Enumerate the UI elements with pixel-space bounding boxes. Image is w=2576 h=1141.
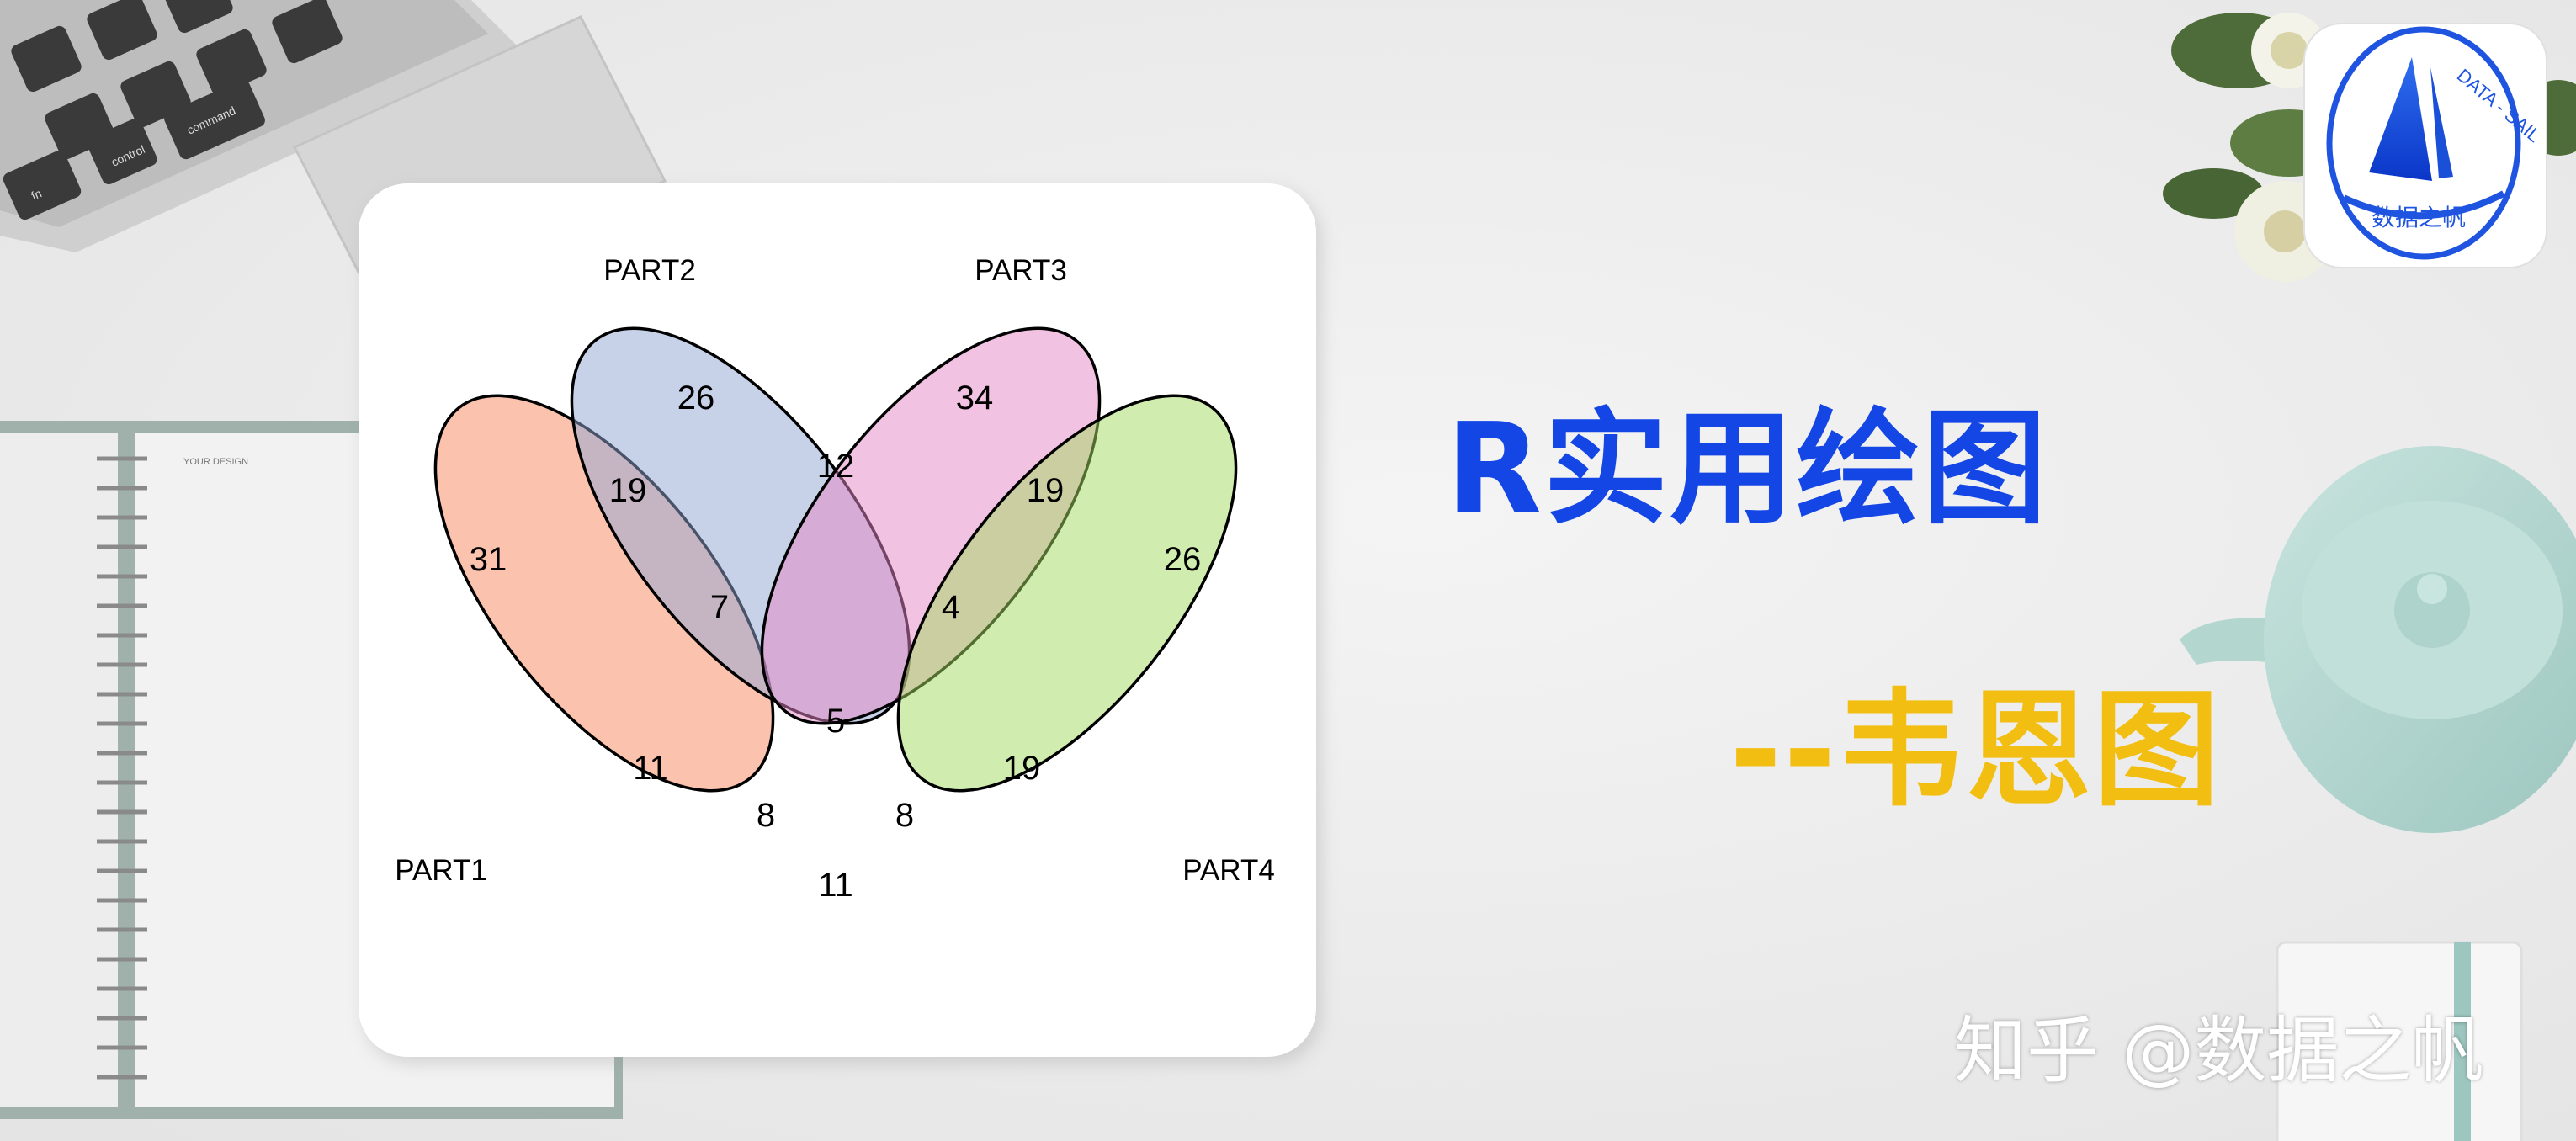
brand-logo: DATA - SAIL 数据之帆 (2303, 23, 2547, 268)
notebook-label: YOUR DESIGN (183, 457, 248, 467)
venn-diagram: PART2 PART3 PART1 PART4 31 26 34 26 19 1… (395, 254, 1275, 904)
venn-set-part4 (896, 394, 1238, 793)
region-count-part2-part4: 19 (1003, 750, 1041, 787)
region-count-part1-part3: 11 (633, 750, 668, 787)
region-count-part3-only: 34 (956, 379, 994, 417)
set-label-part4: PART4 (1182, 854, 1275, 887)
region-count-part1-part2: 19 (609, 472, 647, 509)
watermark: 知乎 @数据之帆 (1954, 1009, 2484, 1093)
teapot-decor (2180, 446, 2576, 833)
set-label-part1: PART1 (395, 854, 487, 887)
region-count-part1-only: 31 (470, 541, 507, 578)
region-count-all-parts: 5 (826, 703, 845, 740)
slide-title: R实用绘图 (1446, 396, 2048, 541)
region-count-part1-part4: 11 (818, 867, 853, 904)
region-count-part3-part4: 19 (1027, 472, 1065, 509)
region-count-part1-part3-part4: 8 (757, 797, 775, 834)
slide-subtitle: --韦恩图 (1729, 677, 2222, 824)
region-count-part1-part2-part4: 8 (895, 797, 914, 834)
set-label-part2: PART2 (603, 254, 696, 287)
region-count-part4-only: 26 (1164, 541, 1202, 578)
region-count-part2-part3: 12 (817, 448, 855, 485)
region-count-part2-part3-part4: 4 (942, 589, 960, 626)
set-label-part3: PART3 (975, 254, 1067, 287)
pad-decor (2276, 941, 2523, 1141)
region-count-part1-part2-part3: 7 (710, 589, 729, 626)
region-count-part2-only: 26 (677, 379, 715, 417)
logo-text-bottom: 数据之帆 (2372, 204, 2466, 231)
keyboard-decor: fn control command (0, 0, 667, 313)
